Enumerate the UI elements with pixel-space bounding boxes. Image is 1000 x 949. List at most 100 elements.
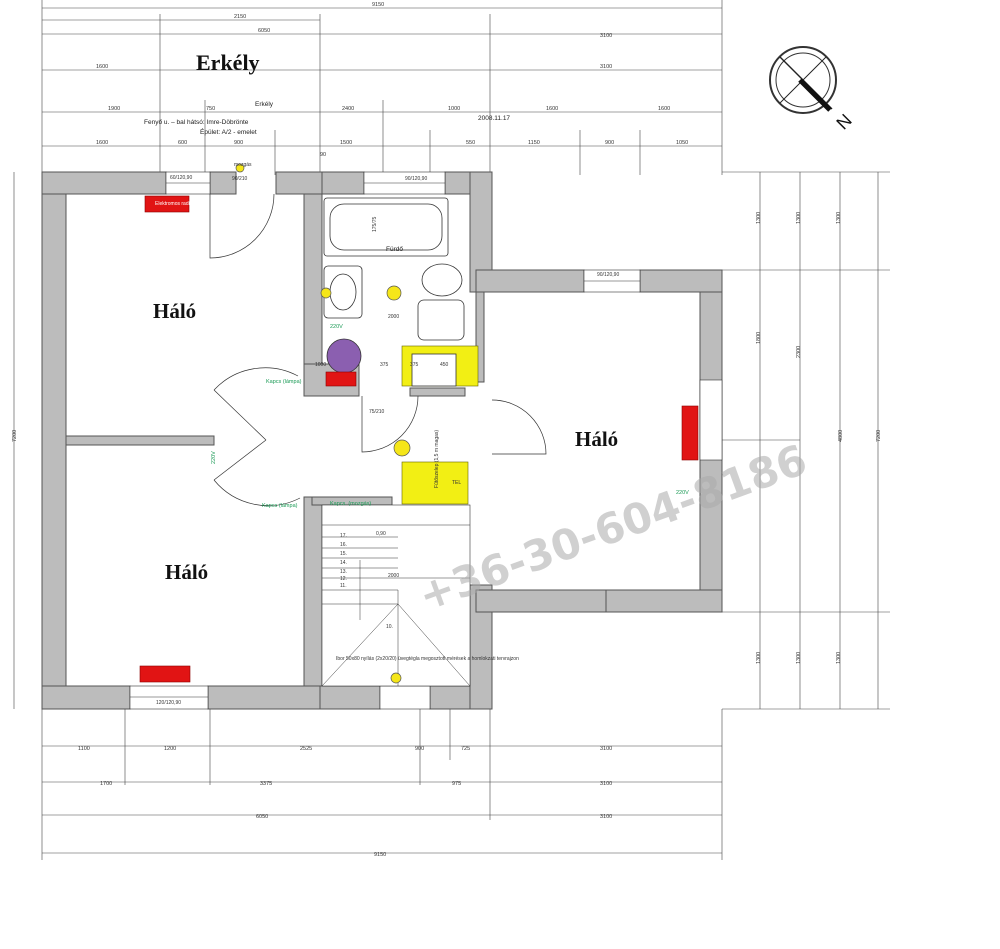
svg-text:1300: 1300 [756,652,762,664]
dim-375b: 375 [410,362,419,368]
top-dimensions: 9150 2150 6050 3100 1600 3100 1900 750 2… [41,0,723,175]
svg-text:4800: 4800 [838,430,844,442]
dim-r5-1050: 1050 [676,140,688,146]
building-label: Épület: A/2 - emelet [200,127,257,136]
bottom-dimensions: 1100 1200 2525 900 725 3100 1700 3375 97… [41,709,723,860]
heater-bottom-left [139,665,191,683]
door-annot-75: 75/210 [369,409,385,415]
win-annot-2: 90/210 [232,176,248,182]
svg-text:1300: 1300 [796,212,802,224]
dim-r5-550: 550 [466,140,475,146]
svg-text:1700: 1700 [100,781,112,787]
room-halo-bottom-left: Háló [165,560,208,584]
bath-dim: 175/75 [372,216,378,232]
dim-r5-900b: 900 [605,140,614,146]
svg-text:1300: 1300 [796,652,802,664]
svg-text:1300: 1300 [756,212,762,224]
svg-text:725: 725 [461,746,470,752]
win-annot-4: 90/120,90 [597,272,619,278]
dim-r4-2400: 2400 [342,106,354,112]
dim-r5-90: 90 [320,152,326,158]
futo-label: Fűtőszelep (1,5 m magas) [434,430,440,488]
svg-text:900: 900 [415,746,424,752]
stair-090: 0,90 [376,531,386,537]
dim-top-3100b: 3100 [600,64,612,70]
dim-r5-1150: 1150 [528,140,540,146]
lamps [235,163,411,684]
dim-r4-1600b: 1600 [658,106,670,112]
svg-text:3100: 3100 [600,746,612,752]
doors [209,193,547,507]
heater-right [681,405,699,461]
svg-text:1300: 1300 [836,212,842,224]
svg-text:11.: 11. [340,583,347,589]
north-label: N [832,110,855,133]
dim-r4-750: 750 [206,106,215,112]
address-label: Fenyő u. – bal hátsó: Imre-Döbrönte [144,119,249,126]
v220-left: 220V [211,451,217,464]
svg-text:1800: 1800 [756,332,762,344]
svg-text:16.: 16. [340,542,347,548]
svg-text:3100: 3100 [600,781,612,787]
dim-r5-1500: 1500 [340,140,352,146]
dim-r5-900: 900 [234,140,243,146]
windows [129,171,723,710]
dim-r4-1900: 1900 [108,106,120,112]
win-annot-5: 120/120,90 [156,700,181,706]
svg-text:975: 975 [452,781,461,787]
svg-text:7200: 7200 [12,430,18,442]
dim-top-3100a: 3100 [600,33,612,39]
furdo-label: Fürdő [386,246,403,253]
bathroom-fixtures [323,197,479,387]
svg-text:6050: 6050 [256,814,268,820]
svg-text:9150: 9150 [374,852,386,858]
stairs [321,504,471,687]
svg-text:2525: 2525 [300,746,312,752]
dim-top-2150: 2150 [234,14,246,20]
dim-top-total: 9150 [372,2,384,8]
svg-text:2300: 2300 [796,346,802,358]
svg-text:3375: 3375 [260,781,272,787]
svg-text:7200: 7200 [876,430,882,442]
kapcs-2: Kapcs (lámpa) [262,503,298,509]
v220-bath: 220V [330,324,343,330]
dim-r4-1600: 1600 [546,106,558,112]
heater-label-1: Elektromos radiátor [155,201,199,207]
side-dimensions: 7200 7200 4800 1300 1300 1300 1300 1800 … [12,171,890,710]
stair-numbers: 17. 16. 15. 14. 13. 12. 11. [340,533,347,589]
dim-top-6050: 6050 [258,28,270,34]
stair-note: Ibor 50x80 nyílás (2x20/20) üvegtégla me… [336,656,519,662]
v220-right: 220V [676,490,689,496]
dim-450: 450 [440,362,449,368]
boiler-icon [326,338,362,374]
dim-top-1600: 1600 [96,64,108,70]
furdo-mozgas: mozgás [234,162,252,168]
stairs-10: 10. [386,624,393,630]
tel-label: TEL [452,480,461,486]
svg-text:1100: 1100 [78,746,90,752]
svg-text:12.: 12. [340,576,347,582]
heating-valve-box [401,461,469,505]
dim-1000: 1000 [315,362,326,368]
room-halo-top-left: Háló [153,299,196,323]
dim-2000: 2000 [388,314,399,320]
kapcs-1: Kapcs (lámpa) [266,379,302,385]
win-annot-1: 60/120,90 [170,175,192,181]
dim-r5-600: 600 [178,140,187,146]
heater-top-left [144,195,190,213]
svg-text:14.: 14. [340,560,347,566]
win-annot-3: 90/120,90 [405,176,427,182]
svg-text:3100: 3100 [600,814,612,820]
svg-text:1300: 1300 [836,652,842,664]
dim-r4-1000: 1000 [448,106,460,112]
svg-text:15.: 15. [340,551,347,557]
erkely-title: Erkély [196,50,260,75]
dim-r5-1600: 1600 [96,140,108,146]
dim-2000b: 2000 [388,573,399,579]
bath-heater [325,371,357,387]
erkely-small-label: Erkély [255,101,274,108]
dim-375: 375 [380,362,389,368]
date-label: 2008.11.17 [478,115,510,122]
room-halo-right: Háló [575,427,618,451]
